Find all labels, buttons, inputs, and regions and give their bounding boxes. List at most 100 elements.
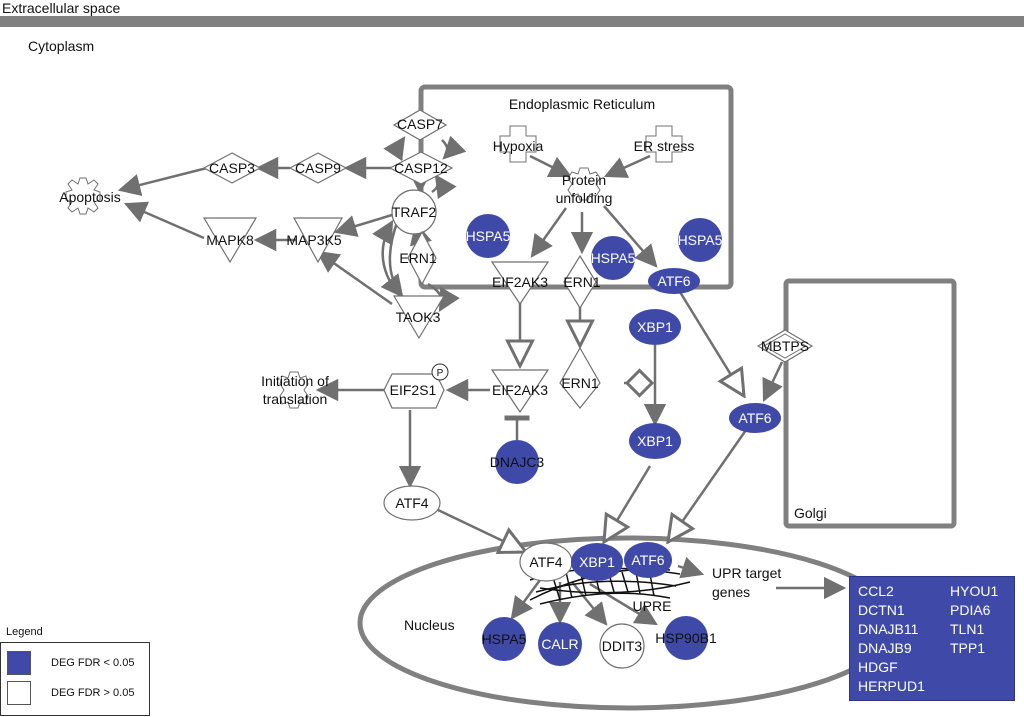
gene-dctn1: DCTN1 (858, 602, 905, 618)
upr-target-col-1: CCL2 DCTN1 DNAJB11 DNAJB9 HDGF HERPUD1 (858, 582, 925, 696)
legend-swatch-significant (7, 651, 31, 675)
node-mapk8-label: MAPK8 (206, 232, 254, 248)
node-casp9[interactable]: CASP9 (288, 152, 348, 184)
node-hspa5-nuc[interactable]: HSPA5 (482, 617, 527, 661)
golgi-label: Golgi (794, 505, 827, 521)
node-hsp90b1[interactable]: HSP90B1 (655, 616, 717, 660)
node-initiation[interactable]: Initiation of translation (261, 371, 329, 409)
node-er-stress-label: ER stress (634, 138, 695, 154)
node-xbp1-nuc[interactable]: XBP1 (571, 543, 623, 581)
node-casp9-label: CASP9 (295, 160, 341, 176)
node-ern1-top[interactable]: ERN1 (399, 230, 437, 286)
node-dnajc3[interactable]: DNAJC3 (490, 440, 545, 484)
node-hypoxia[interactable]: Hypoxia (493, 125, 544, 163)
node-protein-unfolding-label-2: unfolding (556, 190, 613, 206)
node-atf4-nuc-label: ATF4 (529, 554, 562, 570)
node-xbp1-mid[interactable]: XBP1 (629, 423, 681, 459)
node-ern1-mid-label: ERN1 (563, 274, 601, 290)
edge-atf6-uprgenes (677, 556, 705, 579)
legend-label-significant: DEG FDR < 0.05 (51, 657, 135, 669)
phospho-label: P (437, 368, 444, 379)
node-casp12-label: CASP12 (394, 160, 448, 176)
node-hypoxia-label: Hypoxia (493, 138, 544, 154)
node-taok3-label: TAOK3 (396, 309, 441, 325)
node-initiation-label-1: Initiation of (261, 373, 329, 389)
node-ddit3[interactable]: DDIT3 (599, 623, 645, 669)
node-mbtps[interactable]: MBTPS (756, 329, 814, 363)
node-taok3[interactable]: TAOK3 (392, 295, 446, 340)
edge-erstress-unfolding (603, 154, 651, 178)
node-atf6-mid[interactable]: ATF6 (729, 403, 781, 433)
node-hspa5-c[interactable]: HSPA5 (678, 218, 723, 262)
node-casp12[interactable]: CASP12 (388, 151, 454, 185)
plasma-membrane-bar (0, 16, 1024, 27)
extracellular-label: Extracellular space (2, 0, 121, 16)
upr-target-label-1: UPR target (712, 565, 781, 581)
edge-xbp1-xbp1nuc (604, 465, 652, 542)
edge-casp3-apoptosis (117, 166, 208, 196)
edge-hypoxia-unfolding (529, 154, 573, 178)
node-traf2-label: TRAF2 (392, 204, 437, 220)
node-hspa5-a[interactable]: HSPA5 (466, 214, 511, 258)
node-eif2ak3-bottom[interactable]: EIF2AK3 (490, 369, 550, 414)
node-eif2ak3-top[interactable]: EIF2AK3 (490, 261, 550, 306)
node-er-stress[interactable]: ER stress (634, 125, 695, 163)
node-atf4-nuc[interactable]: ATF4 (519, 542, 573, 582)
cytoplasm-label: Cytoplasm (28, 38, 95, 54)
legend-title: Legend (6, 626, 43, 638)
node-eif2ak3-bottom-label: EIF2AK3 (492, 382, 548, 398)
node-casp7[interactable]: CASP7 (392, 109, 448, 141)
gene-ccl2: CCL2 (858, 583, 894, 599)
gene-hdgf: HDGF (858, 659, 898, 675)
node-eif2s1[interactable]: EIF2S1 P (383, 363, 449, 409)
er-label: Endoplasmic Reticulum (509, 96, 655, 112)
node-apoptosis[interactable]: Apoptosis (59, 177, 121, 215)
upr-target-genes-box[interactable]: CCL2 DCTN1 DNAJB11 DNAJB9 HDGF HERPUD1 H… (849, 576, 1015, 701)
node-traf2[interactable]: TRAF2 (391, 189, 437, 235)
edge-nuc-ddit3 (571, 581, 608, 626)
gene-tln1: TLN1 (950, 621, 985, 637)
node-protein-unfolding-label-1: Protein (562, 172, 606, 188)
edge-unfolding-eif2ak3 (530, 207, 568, 258)
edge-mapk8-apoptosis (123, 201, 205, 240)
edge-atf4-atf4 (437, 508, 526, 552)
edge-atf6-atf6 (678, 291, 744, 396)
node-ern1-mid[interactable]: ERN1 (563, 254, 601, 310)
node-apoptosis-label: Apoptosis (59, 189, 120, 205)
node-atf6-nuc[interactable]: ATF6 (624, 542, 672, 578)
node-map3k5[interactable]: MAP3K5 (286, 217, 344, 264)
node-mapk8[interactable]: MAPK8 (202, 217, 258, 264)
node-atf4-cyto[interactable]: ATF4 (383, 485, 441, 521)
edge-mbtps-atf6 (762, 361, 784, 403)
node-atf4-cyto-label: ATF4 (395, 495, 428, 511)
nucleus-label: Nucleus (404, 617, 455, 633)
upr-target-label-2: genes (712, 584, 750, 600)
node-casp3[interactable]: CASP3 (202, 152, 262, 184)
node-mbtps-label: MBTPS (761, 338, 809, 354)
node-ern1-bottom[interactable]: ERN1 (559, 346, 601, 409)
node-ern1-bottom-label: ERN1 (561, 375, 599, 391)
edge-unfolding-atf6 (603, 205, 658, 268)
gene-pdia6: PDIA6 (950, 602, 991, 618)
gene-tpp1: TPP1 (950, 640, 986, 656)
node-calr-label: CALR (541, 636, 578, 652)
node-hspa5-b[interactable]: HSPA5 (591, 236, 636, 280)
node-hspa5-b-label: HSPA5 (591, 250, 636, 266)
node-eif2s1-label: EIF2S1 (390, 382, 437, 398)
node-atf6-er[interactable]: ATF6 (648, 268, 700, 294)
node-casp7-label: CASP7 (397, 116, 443, 132)
gene-dnajb11: DNAJB11 (858, 621, 919, 637)
gene-herpud1: HERPUD1 (858, 678, 925, 694)
edge-atf6-atf6nuc (668, 429, 748, 542)
legend-label-nonsignificant: DEG FDR > 0.05 (51, 687, 135, 699)
node-atf6-nuc-label: ATF6 (631, 552, 664, 568)
node-calr[interactable]: CALR (538, 622, 582, 666)
node-hsp90b1-label: HSP90B1 (655, 630, 717, 646)
node-hspa5-nuc-label: HSPA5 (482, 631, 527, 647)
node-atf6-mid-label: ATF6 (738, 410, 771, 426)
node-protein-unfolding[interactable]: Protein unfolding (556, 167, 613, 206)
node-hspa5-c-label: HSPA5 (678, 232, 723, 248)
node-xbp1-top-label: XBP1 (637, 319, 673, 335)
edge-casp12-casp7 (383, 136, 406, 162)
node-xbp1-top[interactable]: XBP1 (629, 309, 681, 345)
